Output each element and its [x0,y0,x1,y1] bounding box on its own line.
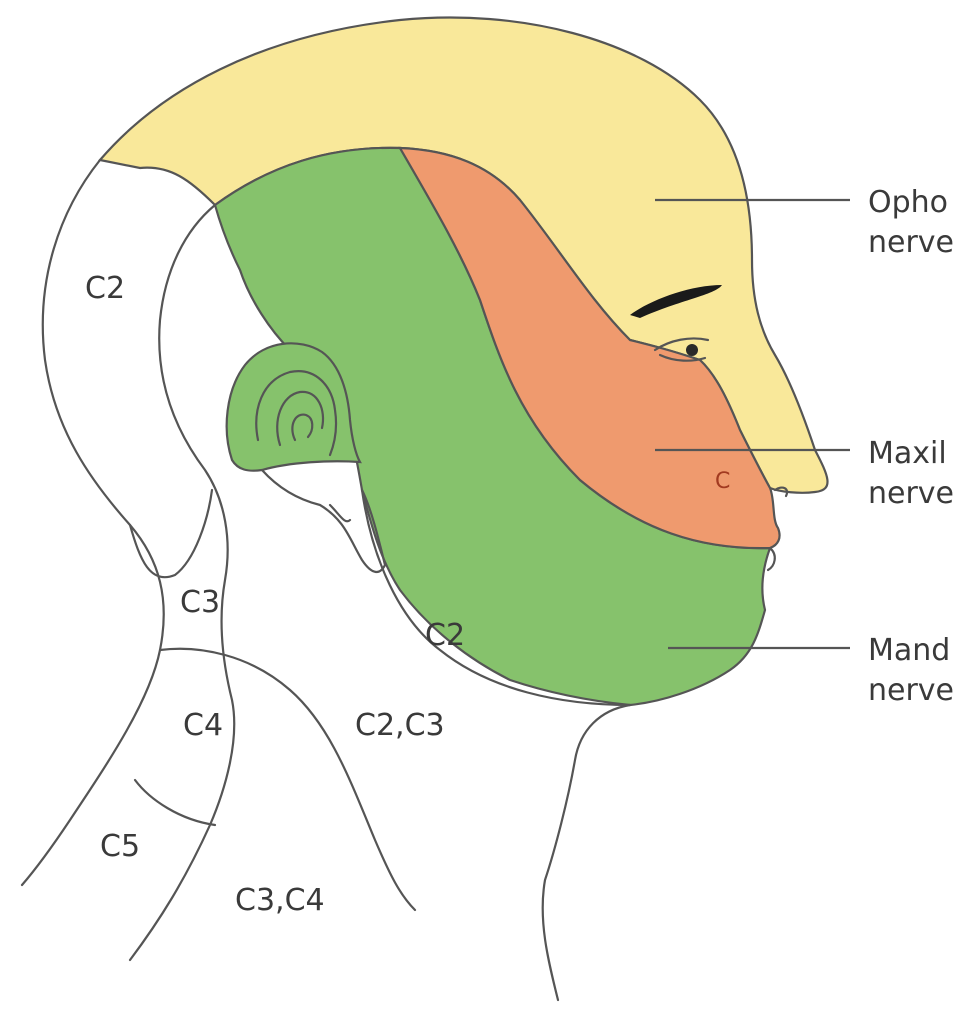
label-c3: C3 [180,585,220,620]
mandibular-label-line1: Mand [868,633,950,668]
c3-curve [130,490,212,577]
label-c2-c3: C2,C3 [355,708,445,743]
mandibular-label-line2: nerve [868,673,954,708]
c2-boundary [130,205,234,960]
maxillary-label-line2: nerve [868,476,954,511]
ophthalmic-label-line2: nerve [868,225,954,260]
label-c2-jaw: C2 [425,618,465,653]
maxillary-label-line1: Maxil [868,436,947,471]
eye-pupil [686,344,698,356]
ophthalmic-label-line1: Opho [868,185,948,220]
ear-lobe-inner [330,505,350,521]
front-neck-line [543,705,630,1000]
c5-curve [135,780,215,825]
label-c3-c4: C3,C4 [235,883,325,918]
outer-head-outline [22,160,164,885]
c4-curve [160,649,415,910]
label-c2-top: C2 [85,271,125,306]
label-c-small: C [715,469,730,494]
label-c5: C5 [100,829,140,864]
label-c4: C4 [183,708,223,743]
